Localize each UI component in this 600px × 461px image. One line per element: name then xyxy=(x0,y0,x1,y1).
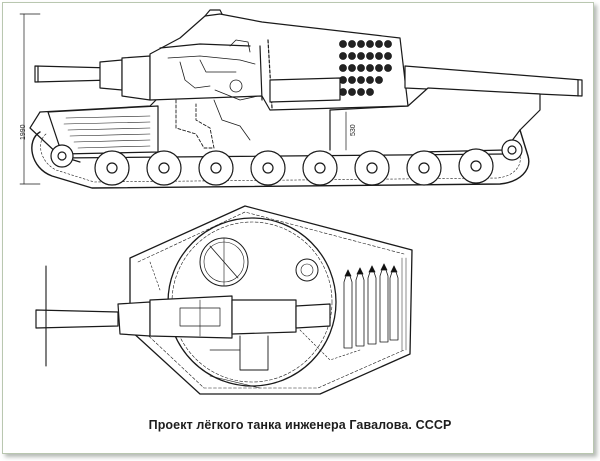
top-view xyxy=(35,205,413,395)
hull-dimension-label: 530 xyxy=(350,124,357,136)
turret xyxy=(149,9,409,149)
ammo-rack xyxy=(339,40,392,96)
figure-caption: Проект лёгкого танка инженера Гавалова. … xyxy=(148,418,452,432)
dimension-lines xyxy=(19,13,347,185)
rear-gun-barrel xyxy=(34,55,151,101)
road-wheels xyxy=(50,139,523,186)
rear-armour-plate xyxy=(47,105,159,155)
top-gun xyxy=(35,265,331,371)
main-gun-barrel xyxy=(269,65,583,103)
shell-rack xyxy=(343,263,399,349)
height-dimension-label: 1990 xyxy=(20,124,27,140)
side-view xyxy=(19,9,583,189)
